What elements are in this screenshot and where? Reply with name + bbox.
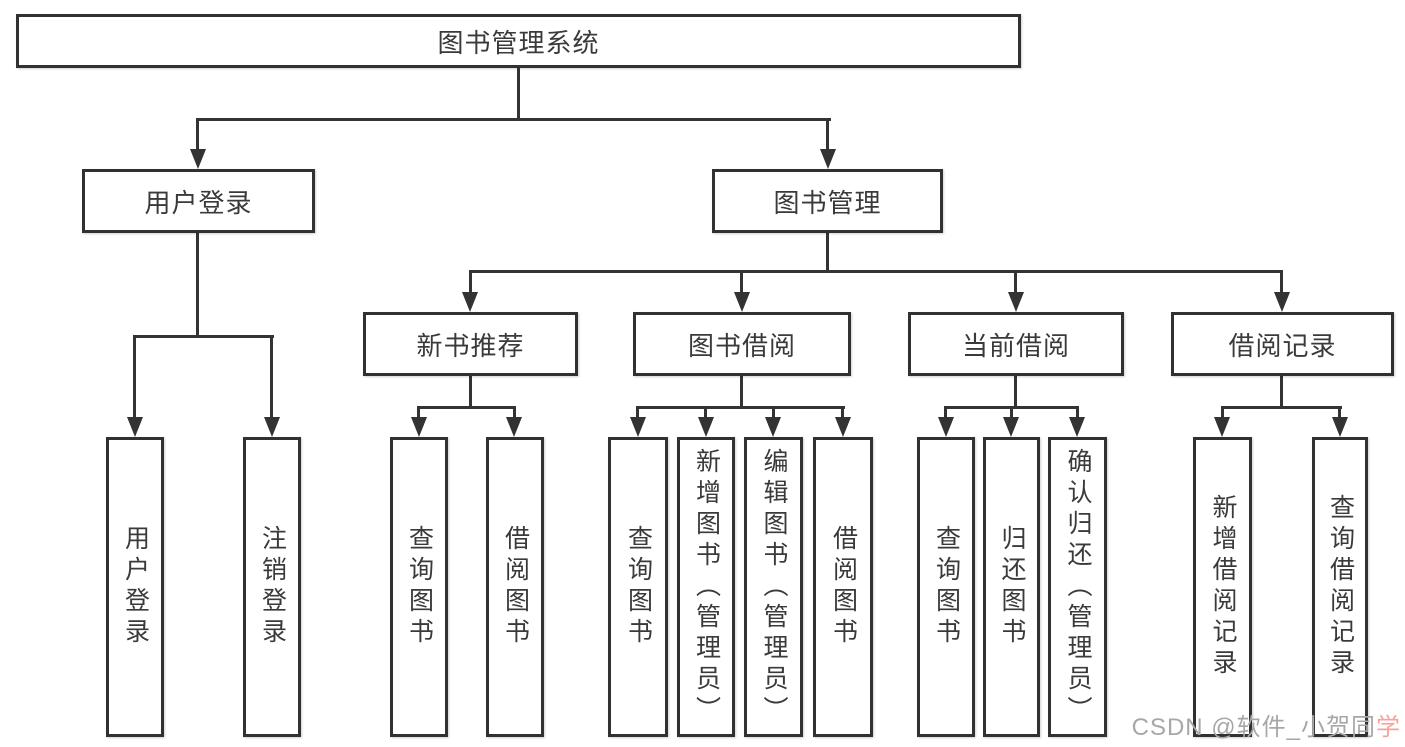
- connector-line: [1221, 406, 1224, 421]
- connector-line: [841, 406, 844, 421]
- node-query-books-recommend: 查询图书: [390, 437, 448, 737]
- arrow-down-icon: [765, 417, 781, 437]
- arrow-down-icon: [630, 417, 646, 437]
- connector-line: [270, 335, 273, 421]
- node-borrow-books-recommend: 借阅图书: [486, 437, 544, 737]
- arrow-down-icon: [1003, 417, 1019, 437]
- connector-line: [1338, 406, 1341, 421]
- arrow-down-icon: [938, 417, 954, 437]
- connector-line: [469, 270, 1283, 273]
- node-query-books-borrow: 查询图书: [608, 437, 668, 737]
- arrow-down-icon: [506, 417, 522, 437]
- connector-line: [417, 406, 516, 409]
- arrow-down-icon: [127, 417, 143, 437]
- node-confirm-return-admin: 确认归还（管理员）: [1048, 437, 1107, 737]
- connector-line: [1076, 406, 1079, 421]
- node-add-book-admin: 新增图书（管理员）: [677, 437, 735, 737]
- connector-line: [133, 335, 136, 421]
- arrow-down-icon: [190, 149, 206, 169]
- connector-line: [196, 233, 199, 338]
- connector-line: [513, 406, 516, 421]
- arrow-down-icon: [835, 417, 851, 437]
- connector-line: [826, 232, 829, 273]
- node-return-book: 归还图书: [983, 437, 1040, 737]
- connector-line: [1014, 376, 1017, 409]
- watermark-text: CSDN @软件_小贺同: [1131, 714, 1376, 741]
- connector-line: [636, 406, 845, 409]
- connector-line: [417, 406, 420, 421]
- node-borrow-books-action: 借阅图书: [813, 437, 873, 737]
- arrow-down-icon: [1214, 417, 1230, 437]
- node-book-management: 图书管理: [712, 169, 943, 233]
- connector-line: [469, 376, 472, 409]
- connector-line: [1280, 376, 1283, 409]
- connector-line: [944, 406, 947, 421]
- arrow-down-icon: [1008, 292, 1024, 312]
- connector-line: [704, 406, 707, 421]
- watermark: CSDN @软件_小贺同学: [1132, 707, 1401, 742]
- node-logout-action: 注销登录: [243, 437, 301, 737]
- node-query-borrow-record: 查询借阅记录: [1312, 437, 1368, 737]
- node-borrow-records: 借阅记录: [1171, 312, 1394, 376]
- connector-line: [740, 270, 743, 296]
- connector-line: [133, 335, 274, 338]
- connector-line: [517, 68, 520, 121]
- connector-line: [1010, 406, 1013, 421]
- arrow-down-icon: [1274, 292, 1290, 312]
- node-root: 图书管理系统: [16, 14, 1021, 68]
- watermark-accent: 学: [1376, 714, 1401, 741]
- node-add-borrow-record: 新增借阅记录: [1193, 437, 1252, 737]
- connector-line: [826, 118, 829, 154]
- arrow-down-icon: [411, 417, 427, 437]
- arrow-down-icon: [1332, 417, 1348, 437]
- node-user-login: 用户登录: [82, 169, 315, 233]
- connector-line: [469, 270, 472, 296]
- connector-line: [196, 118, 199, 154]
- connector-line: [740, 376, 743, 409]
- connector-line: [1014, 270, 1017, 296]
- node-edit-book-admin: 编辑图书（管理员）: [744, 437, 803, 737]
- arrow-down-icon: [820, 149, 836, 169]
- node-current-borrow: 当前借阅: [908, 312, 1124, 376]
- arrow-down-icon: [1069, 417, 1085, 437]
- node-book-borrow: 图书借阅: [633, 312, 851, 376]
- connector-line: [196, 118, 831, 121]
- node-user-login-action: 用户登录: [106, 437, 164, 737]
- connector-line: [1280, 270, 1283, 296]
- node-query-books-current: 查询图书: [917, 437, 975, 737]
- arrow-down-icon: [698, 417, 714, 437]
- connector-line: [1221, 406, 1342, 409]
- arrow-down-icon: [462, 292, 478, 312]
- connector-line: [772, 406, 775, 421]
- arrow-down-icon: [264, 417, 280, 437]
- connector-line: [636, 406, 639, 421]
- node-new-book-recommend: 新书推荐: [363, 312, 578, 376]
- arrow-down-icon: [734, 292, 750, 312]
